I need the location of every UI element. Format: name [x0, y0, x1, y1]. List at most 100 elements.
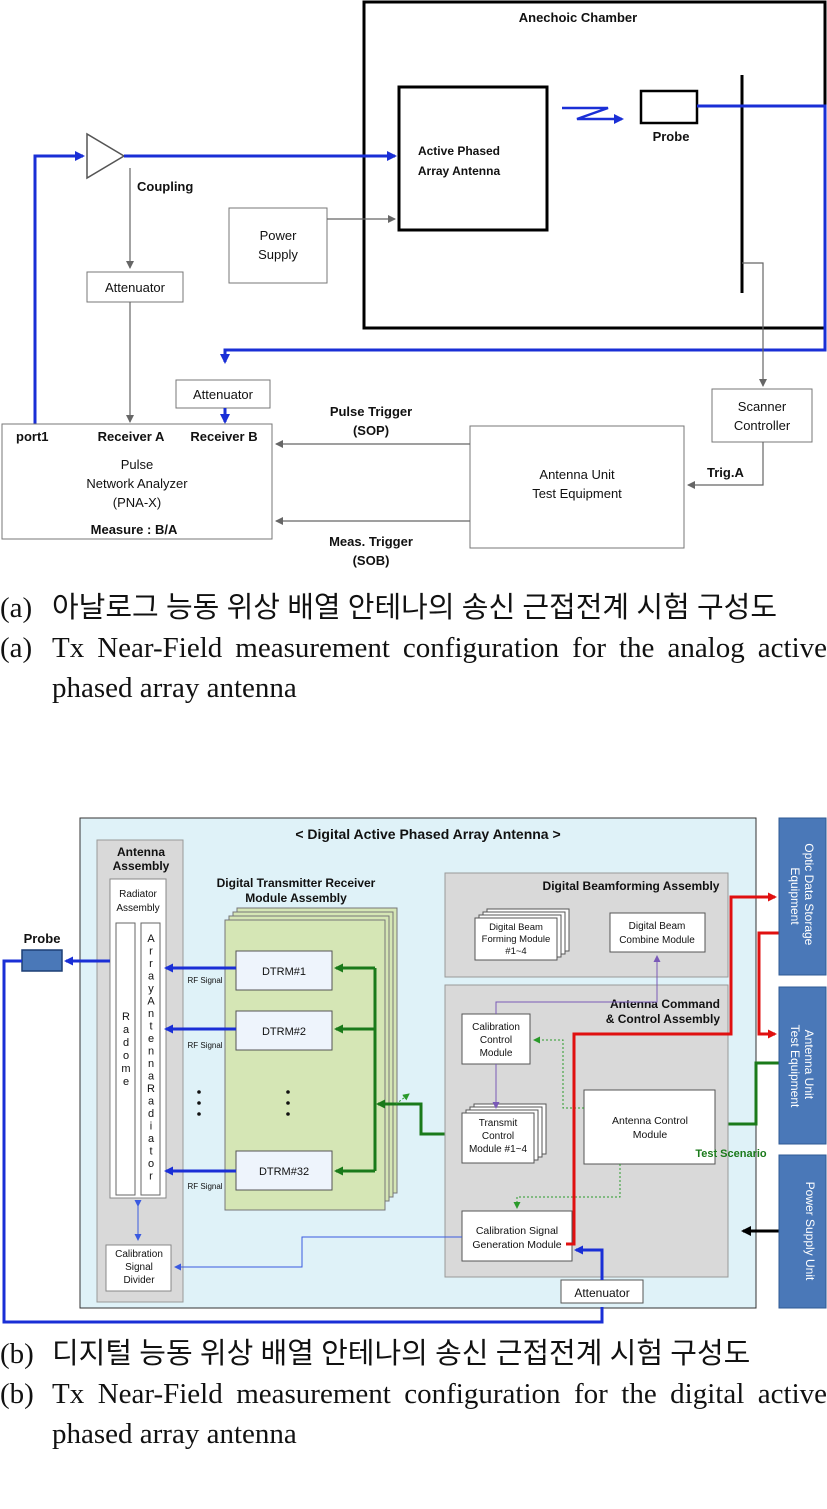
dtrm-stack-back2	[232, 911, 394, 1198]
tcm-back3	[473, 1103, 547, 1155]
dtrm-assembly-label-line1: Digital Transmitter Receiver	[217, 876, 376, 890]
antenna-command-control-assembly	[444, 984, 729, 1278]
probe-a-label: Probe	[653, 129, 690, 144]
rf-signal-1-label: RF Signal	[187, 976, 222, 985]
diagram-a: Anechoic Chamber Active Phased Array Ant…	[1, 0, 827, 568]
caption-b-english: (b) Tx Near-Field measurement configurat…	[0, 1374, 827, 1454]
pna-label-line1: Pulse	[121, 457, 154, 472]
caption-a-ko-text: 아날로그 능동 위상 배열 안테나의 송신 근접전계 시험 구성도	[52, 592, 778, 624]
calibration-signal-divider	[105, 1244, 172, 1292]
digital-beamforming-assembly	[444, 872, 729, 978]
coupling-label: Coupling	[137, 179, 193, 194]
dtrm-32-label: DTRM#32	[259, 1166, 309, 1178]
dut-label-line1: Active Phased	[418, 144, 500, 158]
scanner-label-line1: Scanner	[738, 399, 787, 414]
caption-b-en-text: Tx Near-Field measurement configuration …	[52, 1378, 827, 1450]
port1-cable	[33, 151, 85, 425]
probe-a	[639, 89, 699, 125]
radiator-assembly-label-line1: Radiator	[119, 889, 157, 900]
caption-a-korean: (a) 아날로그 능동 위상 배열 안테나의 송신 근접전계 시험 구성도	[0, 588, 827, 628]
dtrm-1	[235, 950, 333, 991]
attenuator-1-label: Attenuator	[105, 280, 166, 295]
scanner-controller	[711, 388, 813, 443]
probe-b-cable	[2, 959, 604, 1324]
anechoic-chamber-label: Anechoic Chamber	[519, 10, 637, 25]
red-data-line-1	[566, 892, 777, 1246]
dtrm-2-label: DTRM#2	[262, 1026, 306, 1038]
dbcm-label-line2: Combine Module	[619, 935, 695, 946]
attenuator-to-csgm	[574, 1245, 604, 1280]
active-phased-array-antenna	[397, 85, 549, 232]
optic-label: Optic Data Storage Equipment	[788, 843, 816, 948]
pna-label-line3: (PNA-X)	[113, 495, 161, 510]
radiation-arrow	[562, 106, 624, 124]
caption-a-english: (a) Tx Near-Field measurement configurat…	[0, 628, 827, 708]
antenna-unit-test-equipment-a	[469, 425, 685, 549]
probe-b	[21, 949, 63, 972]
aute-b-label: Antenna Unit Test Equipment	[788, 1025, 816, 1108]
caption-b-ko-tag: (b)	[0, 1338, 34, 1370]
green-control-bus	[334, 963, 780, 1176]
ellipsis-dots	[197, 1090, 290, 1116]
power-supply-unit	[778, 1154, 827, 1309]
rf-signal-32-label: RF Signal	[187, 1182, 222, 1191]
caption-a: (a) 아날로그 능동 위상 배열 안테나의 송신 근접전계 시험 구성도 (a…	[0, 588, 827, 708]
calibration-signal-generation-module	[461, 1210, 573, 1262]
attenuator-1	[86, 271, 184, 303]
tcm-label-line1: Transmit	[479, 1118, 518, 1129]
csd-label-line1: Calibration	[115, 1249, 163, 1260]
aute-a-label-line1: Antenna Unit	[539, 467, 615, 482]
pulse-network-analyzer	[1, 423, 273, 540]
csgm-label-line2: Generation Module	[472, 1239, 561, 1251]
acm-to-ccm-dotted	[533, 1036, 584, 1109]
aute-a-label-line2: Test Equipment	[532, 486, 622, 501]
dtrm-2	[235, 1010, 333, 1051]
tcm-back1	[465, 1109, 539, 1161]
receiver-a-label: Receiver A	[98, 429, 165, 444]
measure-label: Measure : B/A	[91, 522, 178, 537]
dbfm-label-line2: Forming Module	[482, 934, 551, 945]
dbcm-label-line1: Digital Beam	[629, 921, 686, 932]
dtrm-module-assembly	[224, 919, 386, 1211]
digital-beam-combine-module	[609, 912, 706, 953]
attenuator-2	[175, 379, 271, 409]
caption-b-korean: (b) 디지털 능동 위상 배열 안테나의 송신 근접전계 시험 구성도	[0, 1334, 827, 1374]
test-scenario-label: Test Scenario	[695, 1148, 767, 1160]
pulse-trigger-label-line2: (SOP)	[353, 423, 389, 438]
dtrm-assembly-label-line2: Module Assembly	[245, 891, 347, 905]
scanner-to-aute	[687, 442, 764, 489]
dtrm-stack-back3	[236, 907, 398, 1194]
meas-trigger-label-line2: (SOB)	[353, 553, 390, 568]
power-label-line1: Power	[260, 228, 298, 243]
caption-b-en-tag: (b)	[0, 1378, 34, 1410]
antenna-control-module	[583, 1089, 716, 1165]
acm-to-csgm-dotted	[513, 1164, 621, 1209]
dtrm-32	[235, 1150, 333, 1191]
acm-label-line2: Module	[633, 1129, 668, 1141]
tcm-label-line2: Control	[482, 1131, 514, 1142]
array-antenna-radiator	[140, 922, 161, 1196]
digital-apaa-title: < Digital Active Phased Array Antenna >	[295, 826, 560, 842]
psu-label: Power Supply Unit	[803, 1182, 817, 1281]
acca-label-line1: Antenna Command	[610, 997, 720, 1011]
meas-trigger-label-line1: Meas. Trigger	[329, 534, 413, 549]
ccm-to-dbcm-link	[495, 955, 661, 1014]
dbfm-back1	[478, 914, 562, 958]
caption-a-en-text: Tx Near-Field measurement configuration …	[52, 632, 827, 704]
dut-label-line2: Array Antenna	[418, 164, 501, 178]
rf-signal-2-label: RF Signal	[187, 1041, 222, 1050]
power-label-line2: Supply	[258, 247, 298, 262]
tcm-label-line3: Module #1~4	[469, 1144, 528, 1155]
attenuator-b-label: Attenuator	[574, 1286, 629, 1300]
pulse-trigger-label-line1: Pulse Trigger	[330, 404, 412, 419]
ccm-label-line1: Calibration	[472, 1022, 520, 1033]
dtrm-stack-back1	[228, 915, 390, 1202]
trig-a-label: Trig.A	[707, 465, 744, 480]
antenna-assembly-label-line2: Assembly	[113, 859, 170, 873]
scanner-label-line2: Controller	[734, 418, 791, 433]
power-supply-a	[228, 207, 328, 284]
caption-b: (b) 디지털 능동 위상 배열 안테나의 송신 근접전계 시험 구성도 (b)…	[0, 1334, 827, 1454]
csgm-label-line1: Calibration Signal	[476, 1225, 558, 1237]
